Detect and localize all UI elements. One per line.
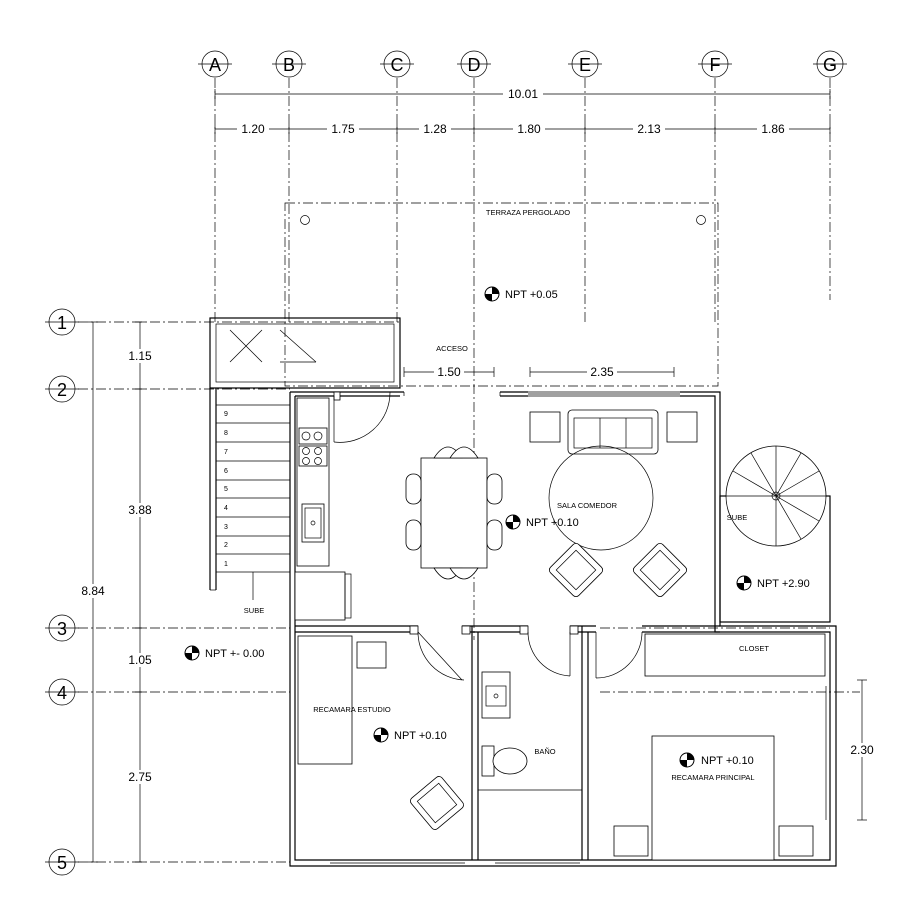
closet: CLOSET (644, 633, 831, 820)
kitchen (294, 397, 352, 621)
svg-text:F: F (710, 55, 721, 75)
svg-text:2: 2 (57, 380, 67, 400)
svg-text:NPT +0.10: NPT +0.10 (394, 730, 447, 742)
overall-depth-dimension: 8.84 (78, 321, 108, 863)
svg-text:1: 1 (57, 313, 67, 333)
grid-bubble-4: 4 (45, 678, 79, 706)
svg-text:8.84: 8.84 (81, 584, 105, 598)
span-dimensions: 1.20 1.75 1.28 1.80 2.13 1.86 (214, 122, 831, 136)
bano-fixtures: BAÑO (481, 671, 556, 777)
grid-bubble-e: E (568, 50, 602, 78)
grid-bubble-2: 2 (45, 375, 79, 403)
svg-text:1.50: 1.50 (437, 365, 461, 379)
svg-text:5: 5 (224, 486, 228, 493)
level-marker-spiral: NPT +2.90 (736, 575, 810, 591)
acceso-label: ACCESO (436, 344, 468, 353)
spiral-stair: SUBE (719, 445, 831, 623)
svg-text:D: D (468, 55, 481, 75)
bano-label: BAÑO (534, 747, 555, 756)
svg-text:3.88: 3.88 (128, 503, 152, 517)
svg-text:2.35: 2.35 (590, 365, 614, 379)
svg-text:4: 4 (224, 505, 228, 512)
grid-bubble-c: C (380, 50, 414, 78)
svg-text:B: B (283, 55, 295, 75)
row-grid: 1 2 3 4 5 (45, 308, 860, 876)
grid-bubble-d: D (457, 50, 491, 78)
svg-text:E: E (579, 55, 591, 75)
svg-text:NPT +2.90: NPT +2.90 (757, 578, 810, 590)
level-marker-terraza: NPT +0.05 (484, 286, 558, 302)
svg-text:1.75: 1.75 (331, 122, 355, 136)
level-marker-estudio: NPT +0.10 (373, 727, 447, 743)
svg-text:9: 9 (224, 411, 228, 418)
grid-bubble-b: B (272, 50, 306, 78)
grid-bubble-1: 1 (45, 308, 79, 336)
exterior-walls (289, 391, 837, 867)
svg-text:2.13: 2.13 (637, 122, 661, 136)
level-marker-sala: NPT +0.10 (505, 514, 579, 530)
dining-table (405, 446, 503, 580)
terraza-pergolado: TERRAZA PERGOLADO ACCESO (284, 202, 719, 387)
svg-text:1.15: 1.15 (128, 349, 152, 363)
column-grid: A B C D E F G (198, 50, 847, 640)
closet-label: CLOSET (739, 644, 769, 653)
svg-text:NPT +0.05: NPT +0.05 (505, 289, 558, 301)
svg-text:A: A (209, 55, 221, 75)
grid-bubble-3: 3 (45, 614, 79, 642)
doors (333, 391, 643, 681)
svg-text:3: 3 (224, 524, 228, 531)
overall-width-dimension: 10.01 (214, 87, 831, 101)
living-set: SALA COMEDOR (529, 409, 698, 598)
svg-text:10.01: 10.01 (508, 87, 538, 101)
svg-text:1.80: 1.80 (517, 122, 541, 136)
svg-text:4: 4 (57, 683, 67, 703)
svg-text:6: 6 (224, 468, 228, 475)
svg-text:1.20: 1.20 (241, 122, 265, 136)
grid-bubble-5: 5 (45, 848, 79, 876)
svg-text:C: C (391, 55, 404, 75)
estudio-label: RECAMARA ESTUDIO (313, 705, 391, 714)
level-marker-principal: NPT +0.10 (679, 752, 754, 768)
grid-bubble-a: A (198, 50, 232, 78)
terraza-label: TERRAZA PERGOLADO (486, 208, 570, 217)
interior-walls (295, 391, 720, 860)
opening-dimensions: 1.50 2.35 2.30 (403, 365, 878, 821)
row-span-dimensions: 1.15 3.88 1.05 2.75 (124, 321, 156, 863)
svg-text:3: 3 (57, 619, 67, 639)
svg-text:NPT +- 0.00: NPT +- 0.00 (205, 648, 264, 660)
svg-text:1.05: 1.05 (128, 653, 152, 667)
svg-text:2.75: 2.75 (128, 770, 152, 784)
estudio-furniture: RECAMARA ESTUDIO (297, 635, 464, 830)
grid-bubble-f: F (698, 50, 732, 78)
svg-text:8: 8 (224, 430, 228, 437)
svg-text:2: 2 (224, 542, 228, 549)
stair-sube-label: SUBE (244, 606, 264, 615)
svg-text:1: 1 (224, 561, 228, 568)
level-marker-exterior: NPT +- 0.00 (184, 645, 264, 661)
svg-text:NPT +0.10: NPT +0.10 (701, 755, 754, 767)
straight-stair: 9 8 7 6 5 4 3 2 1 SUBE (209, 317, 401, 615)
principal-label: RECAMARA PRINCIPAL (671, 773, 754, 782)
grid-bubble-g: G (813, 50, 847, 78)
svg-text:NPT +0.10: NPT +0.10 (526, 517, 579, 529)
svg-text:1.28: 1.28 (423, 122, 447, 136)
svg-text:2.30: 2.30 (850, 743, 874, 757)
svg-text:G: G (823, 55, 837, 75)
sala-label: SALA COMEDOR (557, 501, 618, 510)
svg-text:5: 5 (57, 853, 67, 873)
principal-bed: RECAMARA PRINCIPAL (613, 735, 814, 861)
svg-text:7: 7 (224, 449, 228, 456)
svg-text:1.86: 1.86 (761, 122, 785, 136)
spiral-sube-label: SUBE (727, 513, 747, 522)
